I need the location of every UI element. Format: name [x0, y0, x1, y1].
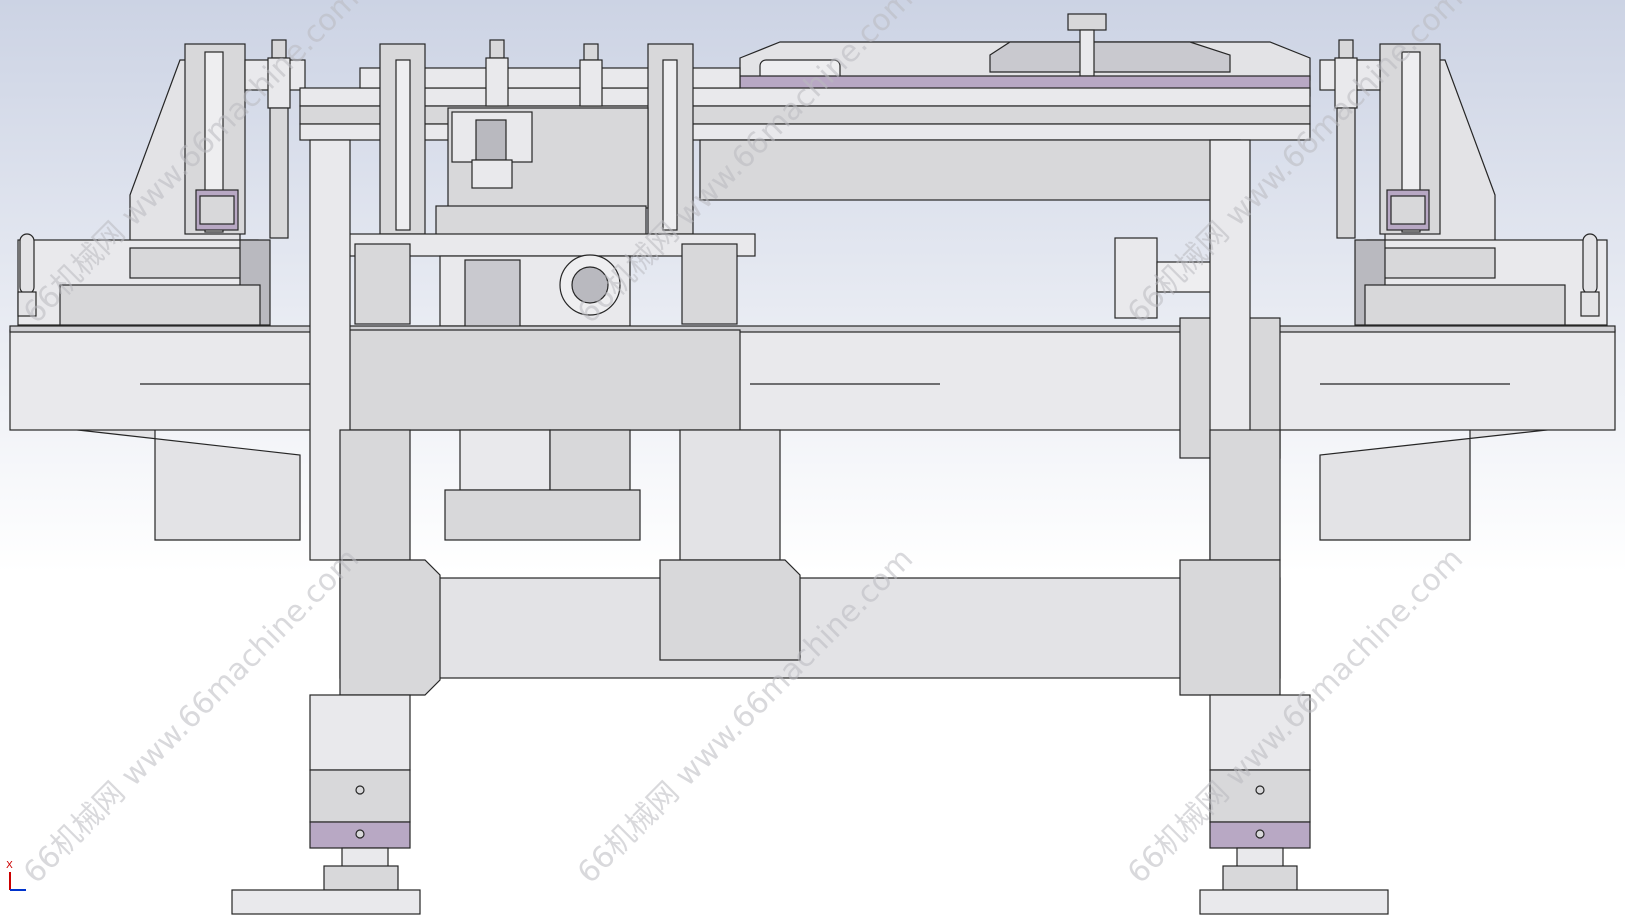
triad-x-label: X: [6, 860, 13, 871]
lower-beam: [339, 559, 1281, 696]
left-leg: [231, 694, 421, 915]
left-side-guide: [17, 39, 306, 326]
columns: [309, 139, 1281, 561]
machine-assembly: [9, 13, 1616, 915]
coordinate-triad: X: [6, 860, 26, 891]
main-beam: [9, 237, 1616, 541]
motor-block: [444, 429, 641, 541]
right-side-guide: [1319, 39, 1608, 326]
right-leg: [1199, 694, 1389, 915]
